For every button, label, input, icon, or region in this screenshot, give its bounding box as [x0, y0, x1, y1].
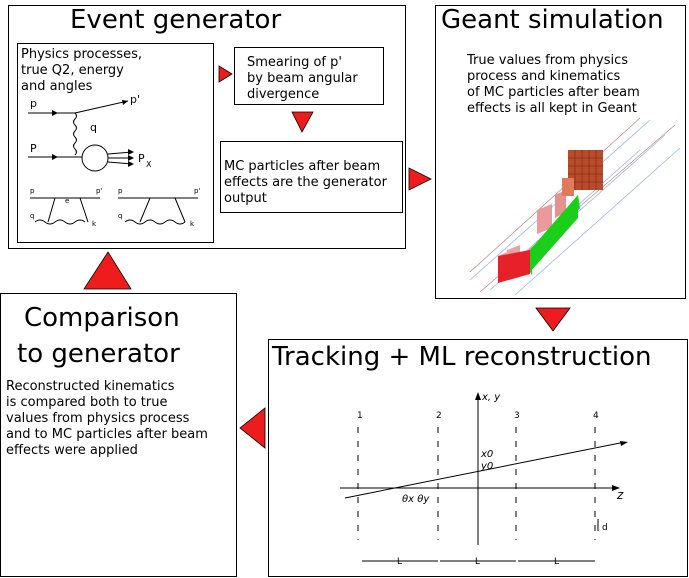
d-label: d — [602, 523, 608, 533]
arrow-to-smearing — [218, 65, 233, 83]
tracking-title: Tracking + ML reconstruction — [272, 342, 652, 372]
svg-text:1: 1 — [357, 411, 363, 421]
svg-text:p: p — [118, 187, 123, 195]
geant-text: True values from physics process and kin… — [467, 53, 640, 116]
axis-z-label: z — [616, 488, 624, 502]
svg-text:p': p' — [96, 187, 102, 195]
svg-text:e: e — [65, 197, 69, 205]
comparison-box — [0, 293, 237, 577]
arrow-to-comparison — [239, 407, 266, 449]
mc-particles-box — [220, 141, 403, 213]
svg-text:2: 2 — [436, 411, 442, 421]
svg-text:q: q — [118, 212, 122, 220]
smearing-box — [234, 47, 384, 105]
label-p: p — [30, 97, 37, 110]
physics-processes-text: Physics processes, true Q2, energy and a… — [21, 47, 143, 94]
geant-box — [435, 5, 686, 299]
mc-particles-text: MC particles after beam effects are the … — [224, 159, 387, 206]
svg-text:L: L — [397, 557, 402, 567]
svg-text:k: k — [190, 220, 195, 228]
arrow-to-mc — [291, 111, 314, 133]
label-X: X — [146, 160, 152, 169]
svg-text:p: p — [30, 187, 35, 195]
y0-label: y0 — [480, 461, 493, 472]
svg-text:L: L — [475, 557, 480, 567]
arrow-to-geant — [408, 167, 432, 191]
axis-xy-label: x, y — [481, 392, 501, 403]
svg-text:3: 3 — [514, 411, 520, 421]
label-p-prime: p' — [130, 93, 140, 106]
arrow-to-generator — [83, 251, 132, 290]
comparison-title-line2: to generator — [17, 339, 180, 369]
comparison-title-line1: Comparison — [24, 303, 180, 333]
smearing-text: Smearing of p' by beam angular divergenc… — [247, 55, 358, 102]
svg-text:k: k — [92, 220, 97, 228]
svg-text:p': p' — [194, 187, 200, 195]
svg-text:4: 4 — [593, 411, 599, 421]
label-q: q — [90, 121, 97, 134]
geant-title: Geant simulation — [441, 5, 664, 35]
arrow-to-tracking — [535, 307, 571, 332]
label-P: P — [30, 142, 37, 155]
physics-processes-box — [17, 43, 214, 243]
svg-text:q: q — [30, 212, 34, 220]
theta-label: θx θy — [402, 494, 430, 505]
svg-text:L: L — [554, 557, 559, 567]
x0-label: x0 — [480, 449, 493, 460]
label-Px: P — [138, 152, 145, 165]
comparison-text: Reconstructed kinematics is compared bot… — [6, 379, 208, 458]
event-generator-title: Event generator — [70, 5, 282, 35]
